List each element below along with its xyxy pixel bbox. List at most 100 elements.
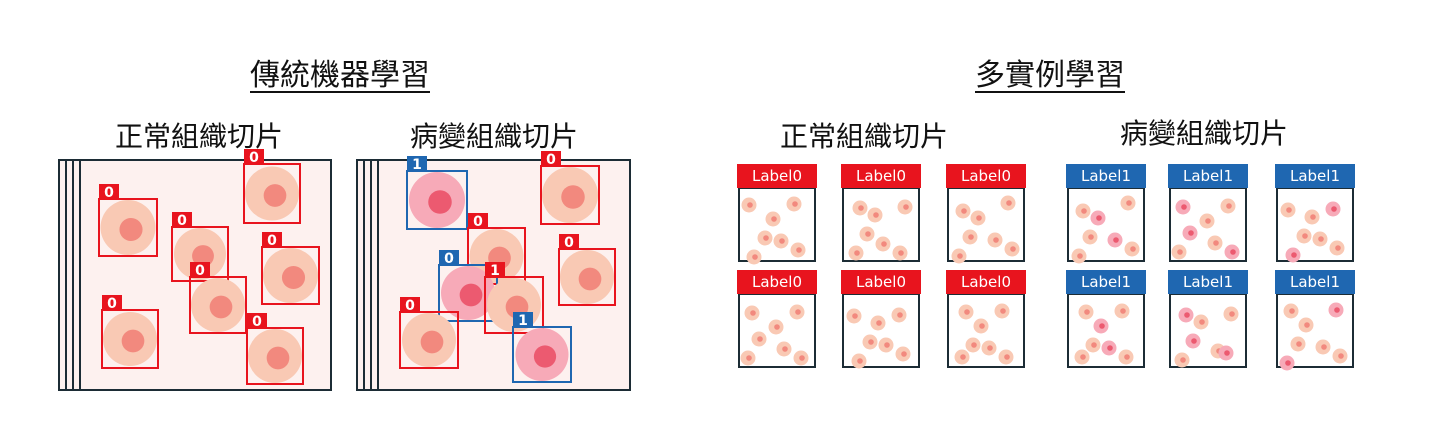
bag-cell-nucleus (903, 204, 909, 210)
bag-cell-nucleus (971, 342, 977, 348)
bag-cell-nucleus (961, 208, 967, 214)
bag-label: Label1 (1081, 273, 1131, 291)
patch-label: 0 (546, 152, 556, 168)
lesion-bag: Label1 (1275, 164, 1355, 263)
cell-nucleus (428, 190, 452, 214)
bag-cell-nucleus (1184, 312, 1190, 318)
bag-cell-nucleus (960, 354, 966, 360)
bag-cell-nucleus (1191, 338, 1197, 344)
bag-cell-nucleus (746, 355, 752, 361)
mil-title: 多實例學習 (975, 58, 1125, 93)
bag-cell-nucleus (1004, 354, 1010, 360)
cell-nucleus (209, 295, 233, 319)
patch-box (512, 326, 572, 383)
patch-label: 0 (177, 213, 187, 229)
patch-label-tag (468, 213, 488, 229)
normal-bag: Label0 (946, 270, 1026, 368)
cell-nucleus (281, 265, 306, 290)
traditional-normal-caption: 正常組織切片 (115, 120, 284, 153)
lesion-bag: Label1 (1066, 164, 1146, 264)
bag-label-tag (841, 164, 921, 188)
cell-nucleus (459, 283, 483, 307)
bag-cell-nucleus (1335, 245, 1341, 251)
bag-label-tag (1275, 270, 1355, 294)
bag-cell-nucleus (1181, 204, 1187, 210)
traditional-ml-title: 傳統機器學習 (250, 58, 430, 93)
bag-label-tag (737, 270, 817, 294)
patch-label-tag (513, 312, 533, 328)
patch-label: 0 (564, 235, 574, 251)
bag-cell-nucleus (884, 342, 890, 348)
bag-cell-nucleus (1291, 252, 1297, 258)
cell-nucleus (533, 345, 557, 368)
patch-label-tag (407, 156, 427, 172)
bag-cell-nucleus (858, 205, 864, 211)
patch-label-tag (190, 262, 210, 278)
bag-cell-nucleus (1113, 237, 1119, 243)
bag-cell-nucleus (1107, 345, 1113, 351)
bag-cell-nucleus (1077, 253, 1083, 259)
bag-label: Label0 (752, 167, 802, 185)
bag-cell-nucleus (1310, 214, 1316, 220)
bag-cell-nucleus (747, 202, 753, 208)
bag-label-tag (946, 270, 1026, 294)
bag-cell-nucleus (1080, 354, 1086, 360)
bag-cell-nucleus (979, 323, 985, 329)
bag-cell-nucleus (799, 355, 805, 361)
bag-cell-nucleus (1084, 309, 1090, 315)
normal-bag: Label0 (946, 164, 1026, 264)
bag-cell-nucleus (796, 247, 802, 253)
patch-label: 0 (267, 233, 277, 249)
normal-bag: Label0 (841, 164, 921, 262)
patch-box (98, 198, 158, 257)
patch-label: 0 (473, 214, 483, 230)
bag-cell-nucleus (763, 235, 769, 241)
bag-cell-nucleus (774, 324, 780, 330)
patch-box (399, 311, 459, 369)
bag-cell-nucleus (1302, 233, 1308, 239)
cell-nucleus (192, 245, 214, 267)
patch-label-tag (247, 313, 267, 329)
traditional-lesion-caption: 病變組織切片 (410, 120, 579, 153)
cell-nucleus (121, 329, 145, 353)
bag-cell-nucleus (873, 212, 879, 218)
bag-cell-nucleus (1188, 230, 1194, 236)
bag-cell-nucleus (1304, 322, 1310, 328)
patch-label: 0 (249, 150, 259, 166)
bag-cell-nucleus (1229, 311, 1235, 317)
bag-cell-nucleus (1321, 344, 1327, 350)
bag-cell-nucleus (881, 241, 887, 247)
bag-cell-nucleus (771, 216, 777, 222)
bag-cell-nucleus (1331, 206, 1337, 212)
patch-label: 0 (195, 263, 205, 279)
bag-cell-nucleus (957, 253, 963, 259)
patch-label-tag (485, 262, 505, 278)
bag-cell-nucleus (901, 351, 907, 357)
patch-box (261, 246, 320, 305)
bag-cell-nucleus (1318, 236, 1324, 242)
normal-bag: Label0 (737, 270, 817, 368)
bag-label: Label1 (1183, 167, 1233, 185)
patch-label-tag (262, 232, 282, 248)
bag-cell-nucleus (1096, 215, 1102, 221)
patch-label-tag (559, 234, 579, 250)
bag-cell-nucleus (852, 313, 858, 319)
bag-cell-nucleus (1081, 208, 1087, 214)
bag-cell-nucleus (1289, 308, 1295, 314)
bag-label: Label0 (961, 273, 1011, 291)
bag-cell-nucleus (968, 234, 974, 240)
bag-cell-nucleus (1124, 354, 1130, 360)
bag-cell-nucleus (1286, 207, 1292, 213)
patch-box (171, 226, 229, 282)
bag-cell-nucleus (782, 346, 788, 352)
bag-cell-nucleus (993, 237, 999, 243)
normal-bag: Label0 (841, 270, 921, 369)
bag-cell-nucleus (1334, 307, 1340, 313)
bag-cell-nucleus (854, 250, 860, 256)
bag-label-tag (841, 270, 921, 294)
bag-cell-nucleus (1205, 218, 1211, 224)
bag-cell-nucleus (1010, 246, 1016, 252)
cell-nucleus (578, 267, 602, 291)
